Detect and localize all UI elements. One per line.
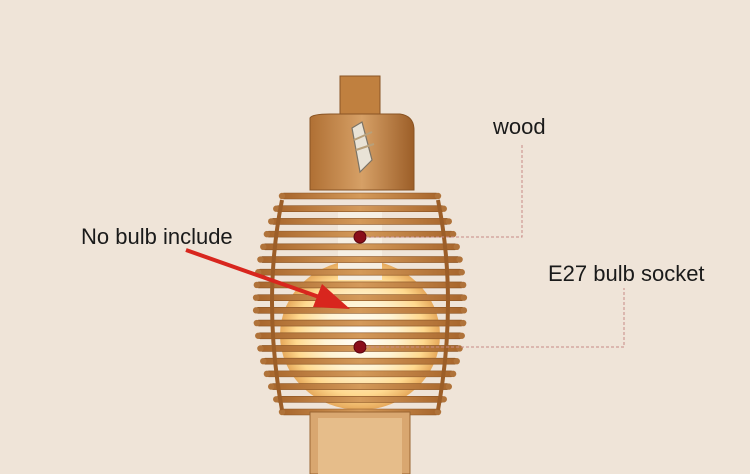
cage-slat [270, 383, 450, 390]
cage-slat [262, 357, 458, 365]
slat-end [260, 357, 267, 365]
slat-end [260, 243, 267, 251]
slat-end [278, 192, 286, 200]
slat-end [257, 345, 264, 352]
slat-end [257, 256, 264, 263]
slat-end [268, 383, 275, 390]
slat-end [456, 345, 463, 352]
slat-end [459, 319, 467, 327]
socket-marker [353, 340, 367, 354]
cage-slat [256, 319, 464, 327]
cage-slat [260, 256, 460, 263]
slat-end [278, 408, 286, 416]
slat-end [440, 396, 447, 403]
cage-slat [262, 243, 458, 251]
slat-end [458, 269, 465, 276]
slat-end [263, 230, 271, 238]
slat-end [453, 357, 460, 365]
cage-slat [275, 205, 445, 213]
cage-slat [257, 268, 463, 276]
cage-slat [257, 332, 463, 340]
socket-leader-line [366, 288, 625, 348]
cage-slat [255, 294, 465, 301]
cage-slat [255, 307, 465, 314]
slat-end [449, 370, 457, 378]
bulb-arrow-shaft [185, 248, 323, 300]
cage-slat [270, 218, 450, 225]
slat-end [459, 281, 467, 289]
slat-end [255, 332, 262, 339]
slat-end [253, 319, 261, 327]
slat-end [440, 205, 447, 212]
slat-end [434, 192, 442, 200]
slat-end [458, 332, 465, 339]
slat-end [434, 408, 442, 416]
cage-slat [275, 395, 445, 403]
bulb-arrow-head [313, 284, 350, 309]
slat-end [252, 307, 260, 314]
slat-end [263, 370, 271, 378]
socket-label: E27 bulb socket [548, 261, 705, 286]
slat-end [273, 205, 280, 212]
slat-end [456, 256, 463, 263]
slat-end [449, 230, 457, 238]
slat-end [252, 294, 260, 301]
wood-leader-line [366, 145, 523, 238]
slat-end [453, 243, 460, 251]
cage-slat [266, 370, 454, 378]
no-bulb-label: No bulb include [81, 224, 233, 249]
slat-end [273, 396, 280, 403]
cage-slat [281, 192, 439, 200]
slat-end [445, 218, 452, 225]
wood-label: wood [493, 114, 546, 139]
slat-end [460, 307, 468, 314]
slat-end [445, 383, 452, 390]
slat-end [253, 281, 261, 289]
slat-end [268, 218, 275, 225]
slat-end [460, 294, 468, 301]
wood-marker [353, 230, 367, 244]
